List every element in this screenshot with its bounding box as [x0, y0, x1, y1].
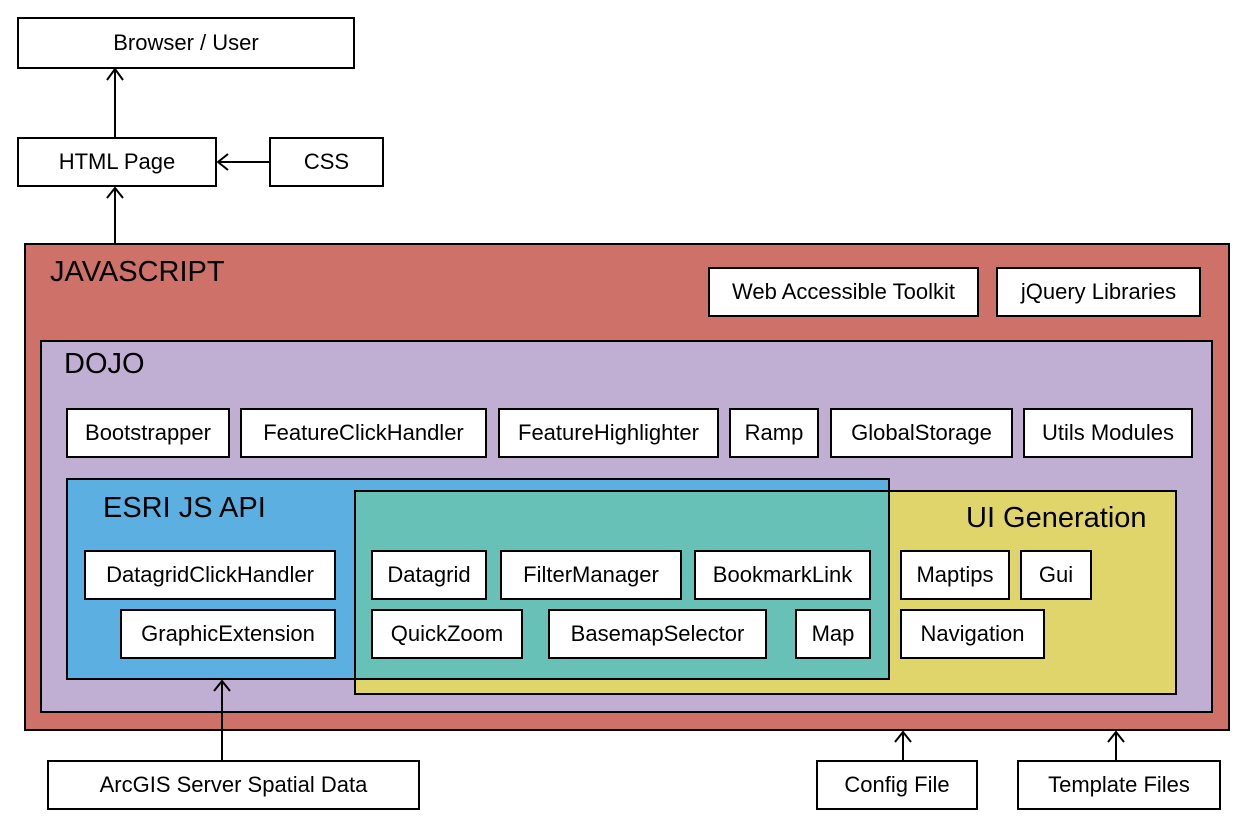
web-accessible-toolkit-label: Web Accessible Toolkit — [732, 279, 955, 304]
jquery-libraries-box: jQuery Libraries — [996, 267, 1201, 317]
dojo-module-utils-modules: Utils Modules — [1023, 408, 1193, 458]
graphic-extension-label: GraphicExtension — [141, 621, 315, 646]
dojo-module-label: Utils Modules — [1041, 420, 1175, 445]
javascript-label: JAVASCRIPT — [50, 256, 225, 288]
filter-manager-box: FilterManager — [500, 550, 682, 600]
graphic-extension-box: GraphicExtension — [120, 609, 336, 659]
quick-zoom-label: QuickZoom — [390, 621, 504, 646]
datagrid-click-handler-label: DatagridClickHandler — [106, 562, 314, 587]
datagrid-click-handler-box: DatagridClickHandler — [84, 550, 336, 600]
dojo-module-featurehighlighter: FeatureHighlighter — [498, 408, 719, 458]
dojo-module-label: FeatureHighlighter — [518, 420, 699, 445]
bookmark-link-box: BookmarkLink — [694, 550, 871, 600]
dojo-module-label: Bootstrapper — [85, 420, 211, 445]
config-file-label: Config File — [844, 772, 950, 797]
arrowhead-html-from-js — [106, 186, 124, 199]
navigation-box: Navigation — [900, 609, 1045, 659]
arcgis-server-box: ArcGIS Server Spatial Data — [47, 760, 420, 810]
config-file-box: Config File — [816, 760, 978, 810]
basemap-selector-label: BasemapSelector — [570, 621, 745, 646]
dojo-label: DOJO — [64, 348, 145, 380]
esri-js-api-label: ESRI JS API — [103, 492, 266, 524]
bookmark-link-label: BookmarkLink — [712, 562, 853, 587]
dojo-module-ramp: Ramp — [729, 408, 819, 458]
arrowhead-html-from-css — [216, 153, 229, 171]
ui-generation-label: UI Generation — [966, 502, 1147, 534]
arrowhead-esri — [213, 679, 231, 692]
dojo-module-label: Ramp — [744, 420, 804, 445]
map-label: Map — [811, 621, 855, 646]
browser-user-box: Browser / User — [17, 17, 355, 69]
arrowhead-config — [894, 730, 912, 743]
dojo-module-label: FeatureClickHandler — [263, 420, 464, 445]
css-box: CSS — [269, 137, 384, 187]
arrowhead-template — [1107, 730, 1125, 743]
dojo-module-label: GlobalStorage — [851, 420, 992, 445]
basemap-selector-box: BasemapSelector — [548, 609, 767, 659]
arcgis-server-label: ArcGIS Server Spatial Data — [99, 772, 368, 797]
css-label: CSS — [303, 149, 350, 174]
navigation-label: Navigation — [920, 621, 1025, 646]
web-accessible-toolkit-box: Web Accessible Toolkit — [708, 267, 979, 317]
jquery-libraries-label: jQuery Libraries — [1020, 279, 1177, 304]
arrowhead-browser — [106, 67, 124, 81]
maptips-box: Maptips — [900, 550, 1010, 600]
gui-box: Gui — [1020, 550, 1092, 600]
dojo-module-bootstrapper: Bootstrapper — [66, 408, 230, 458]
maptips-label: Maptips — [916, 562, 994, 587]
filter-manager-label: FilterManager — [523, 562, 659, 587]
dojo-module-globalstorage: GlobalStorage — [830, 408, 1013, 458]
template-files-label: Template Files — [1048, 772, 1190, 797]
html-page-label: HTML Page — [58, 149, 176, 174]
datagrid-box: Datagrid — [371, 550, 487, 600]
quick-zoom-box: QuickZoom — [371, 609, 523, 659]
html-page-box: HTML Page — [17, 137, 217, 187]
template-files-box: Template Files — [1017, 760, 1221, 810]
gui-label: Gui — [1038, 562, 1074, 587]
dojo-module-featureclickhandler: FeatureClickHandler — [240, 408, 487, 458]
map-box: Map — [795, 609, 871, 659]
datagrid-label: Datagrid — [387, 562, 471, 587]
browser-user-label: Browser / User — [113, 30, 259, 55]
